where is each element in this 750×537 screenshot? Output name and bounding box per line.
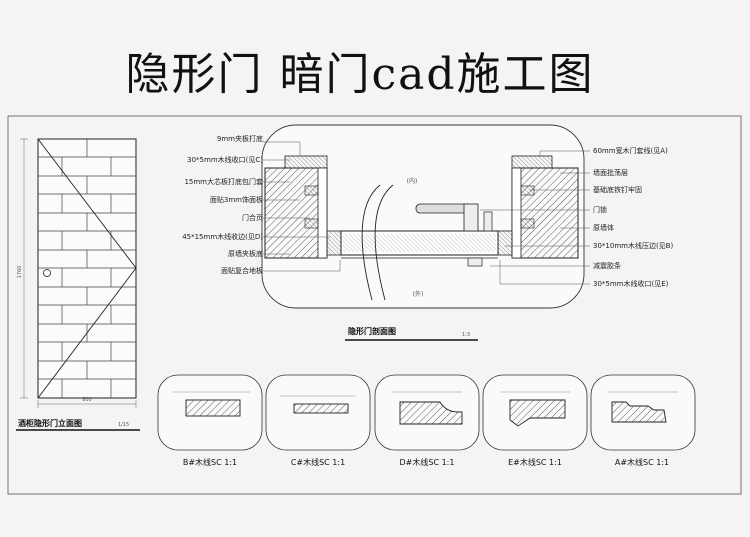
- door-lock-icon: [415, 203, 493, 267]
- label-right-6: 30*10mm木线压边(见B): [593, 241, 673, 250]
- label-right-5: 原墙体: [593, 223, 614, 232]
- section-frame: [261, 124, 585, 309]
- label-left-2: 30*5mm木线收口(见C): [187, 155, 263, 164]
- label-right-3: 基础底铁钉牢固: [593, 185, 642, 194]
- elevation-caption: 酒柜隐形门立面图: [18, 418, 82, 428]
- profile-b-label: B#木线SC 1:1: [183, 457, 237, 467]
- profile-e: E#木线SC 1:1: [482, 374, 588, 467]
- label-right-7: 减震胶条: [593, 261, 621, 270]
- profile-e-label: E#木线SC 1:1: [508, 457, 562, 467]
- section-outside-label: (外): [413, 290, 424, 298]
- label-left-5: 门合页: [242, 213, 263, 222]
- section-inside-label: (内): [407, 177, 418, 185]
- elevation-view: 1760 800 酒柜隐形门立面图 1/15: [16, 138, 140, 431]
- label-left-4: 面贴3mm饰面板: [210, 195, 263, 204]
- label-right-8: 30*5mm木线收口(见E): [593, 279, 669, 288]
- section-view: (内) (外) 9mm夹板打底 30*5mm木线收口(见C): [182, 124, 673, 341]
- label-left-1: 9mm夹板打底: [217, 134, 263, 143]
- elevation-height-dim: 1760: [17, 266, 23, 279]
- profile-a-label: A#木线SC 1:1: [615, 457, 669, 467]
- label-right-1: 60mm宽木门套线(见A): [593, 146, 668, 155]
- label-left-7: 原墙夹板底: [228, 249, 263, 258]
- profile-c-label: C#木线SC 1:1: [291, 457, 345, 467]
- elevation-scale: 1/15: [118, 422, 129, 428]
- page-title: 隐形门 暗门cad施工图: [125, 49, 595, 100]
- profile-c: C#木线SC 1:1: [265, 374, 371, 467]
- door-knob: [43, 269, 51, 277]
- label-left-8: 面贴复合地板: [221, 266, 263, 275]
- profile-d: D#木线SC 1:1: [374, 374, 480, 467]
- label-right-4: 门锁: [593, 205, 607, 214]
- profile-a: A#木线SC 1:1: [590, 374, 696, 467]
- profile-d-label: D#木线SC 1:1: [400, 457, 455, 467]
- drawing-border: [7, 115, 742, 495]
- profile-b: B#木线SC 1:1: [157, 374, 263, 467]
- section-left-labels: 9mm夹板打底 30*5mm木线收口(见C) 15mm大芯板打底包门套 面贴3m…: [182, 134, 263, 275]
- label-right-2: 墙面批荡层: [593, 168, 628, 177]
- elevation-width-dim: 800: [82, 397, 92, 403]
- label-left-6: 45*15mm木线收边(见D): [182, 232, 263, 241]
- section-caption: 隐形门剖面图: [348, 326, 396, 336]
- section-scale: 1:3: [462, 332, 470, 338]
- section-right-labels: 60mm宽木门套线(见A) 墙面批荡层 基础底铁钉牢固 门锁 原墙体 30*10…: [593, 146, 673, 288]
- label-left-3: 15mm大芯板打底包门套: [184, 177, 263, 186]
